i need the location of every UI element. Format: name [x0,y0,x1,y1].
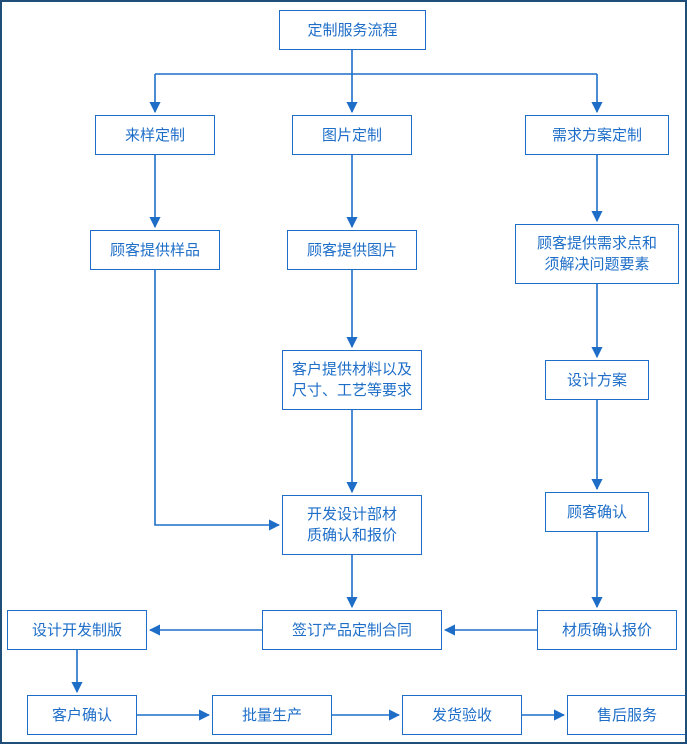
flow-node-requirement-custom: 需求方案定制 [525,115,669,155]
flow-node-material-quote: 材质确认报价 [537,610,677,650]
flow-node-customer-sample: 顾客提供样品 [90,230,220,270]
flow-node-material-requirements: 客户提供材料以及 尺寸、工艺等要求 [282,350,422,410]
flow-node-customer-confirm-bottom: 客户确认 [27,695,137,735]
flow-node-design-plan: 设计方案 [545,360,649,400]
flow-node-sample-custom: 来样定制 [95,115,215,155]
flow-node-customer-picture: 顾客提供图片 [287,230,417,270]
flow-node-dev-material-confirm: 开发设计部材 质确认和报价 [282,495,422,555]
flow-node-after-sales: 售后服务 [567,695,685,735]
flow-node-shipping-acceptance: 发货验收 [402,695,522,735]
flow-node-design-dev-plate: 设计开发制版 [7,610,147,650]
flow-node-customer-confirm-right: 顾客确认 [545,492,649,532]
arrow-customer-sample-to-dev-confirm [154,270,281,531]
branch-trunk-line [155,50,597,75]
flow-node-picture-custom: 图片定制 [292,115,412,155]
flow-node-customer-requirements: 顾客提供需求点和 须解决问题要素 [515,224,679,284]
flow-node-sign-contract: 签订产品定制合同 [262,610,442,650]
flow-node-title: 定制服务流程 [279,10,426,50]
flow-node-batch-production: 批量生产 [212,695,332,735]
